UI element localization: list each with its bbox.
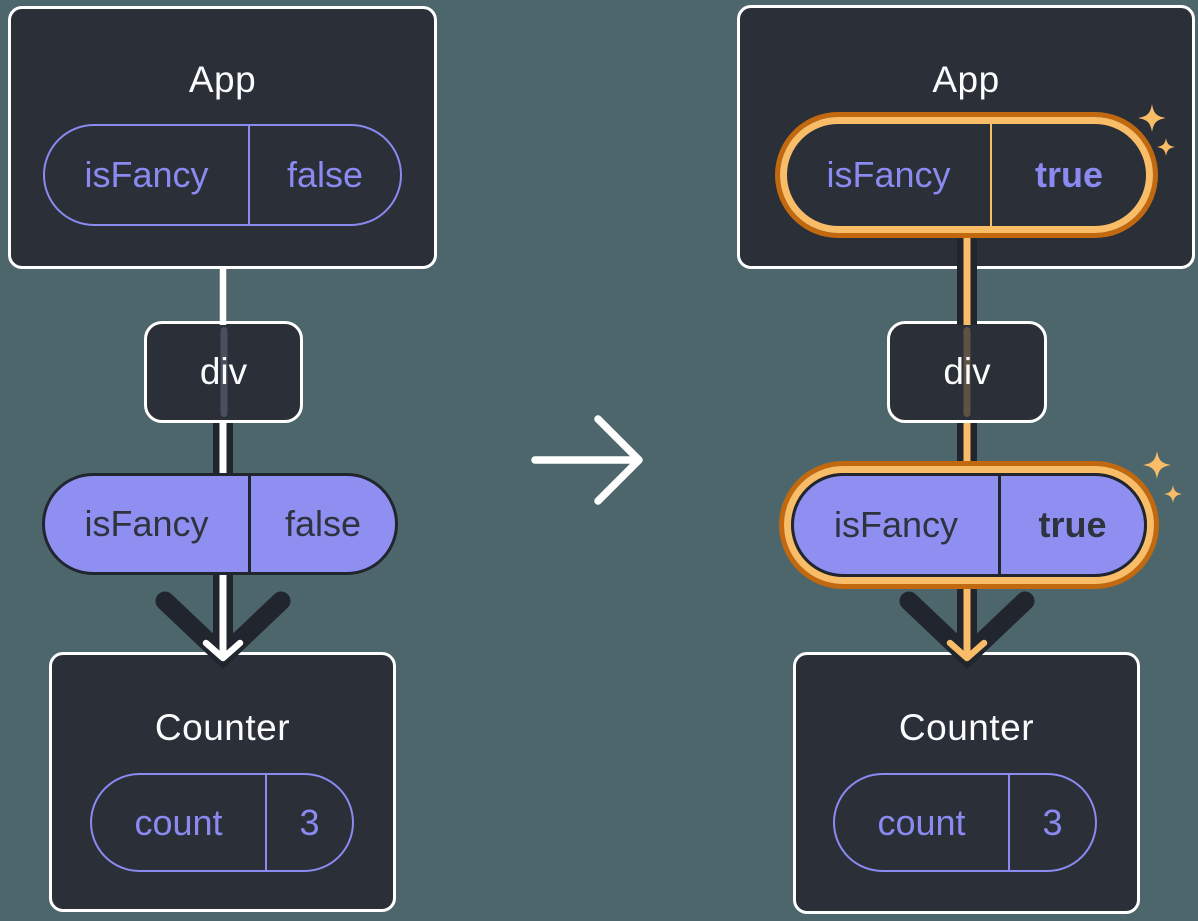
state-value-cell: 3 [299, 801, 320, 843]
state-value-cell: 3 [1042, 801, 1063, 843]
prop-value-cell: true [1034, 154, 1103, 195]
passed-prop-pill: isFancy false [42, 473, 398, 575]
highlighted-passed-prop-pill: isFancy true [784, 466, 1154, 584]
component-title: Counter [154, 707, 291, 748]
state-name-cell: count [835, 775, 1010, 870]
prop-pill: isFancy false [43, 124, 402, 226]
prop-value-cell: false [284, 503, 362, 544]
prop-name-cell: isFancy [45, 476, 251, 572]
state-pill: count 3 [833, 773, 1097, 872]
div-node-box: div [144, 321, 303, 423]
component-title: App [188, 59, 257, 100]
component-title: App [932, 59, 1000, 100]
div-node-box: div [887, 321, 1047, 423]
prop-name-cell: isFancy [45, 126, 250, 224]
prop-name-cell: isFancy [794, 476, 1001, 574]
highlighted-prop-pill: isFancy true [780, 117, 1153, 233]
component-title: Counter [898, 707, 1035, 748]
prop-wire-through-div [220, 327, 227, 417]
state-name-cell: count [92, 775, 267, 870]
div-node-label: div [199, 351, 248, 392]
passed-prop-pill: isFancy true [791, 473, 1147, 577]
prop-wire-through-div [963, 327, 971, 417]
state-pill: count 3 [90, 773, 354, 872]
div-node-label: div [943, 351, 991, 392]
prop-value-cell: true [1038, 504, 1107, 545]
prop-value-cell: false [286, 154, 364, 195]
prop-name-cell: isFancy [787, 124, 992, 226]
